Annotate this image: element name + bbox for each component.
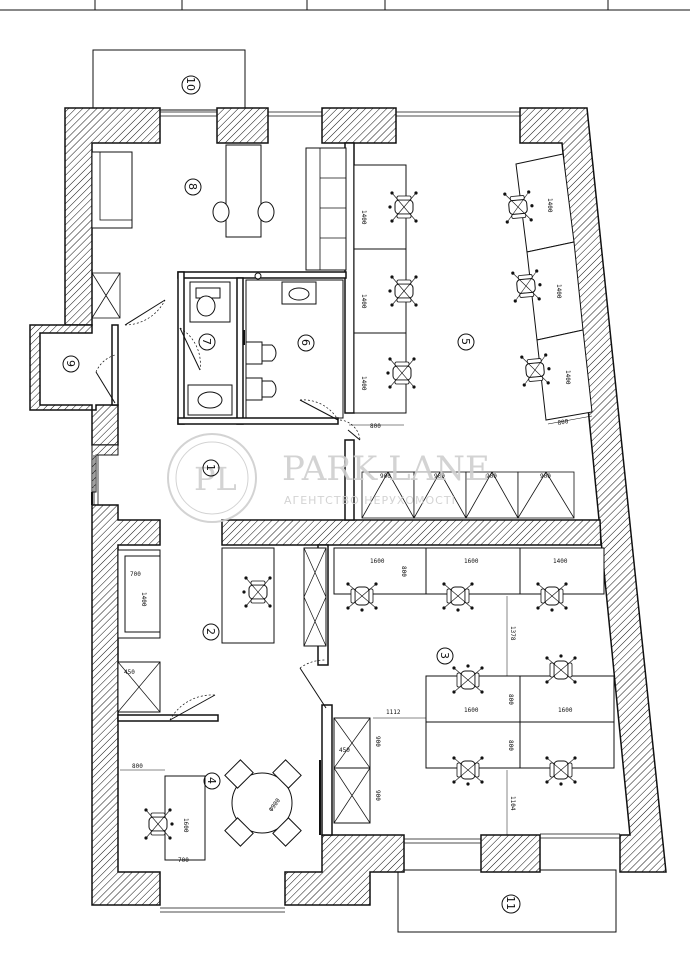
dim-label: 1400 <box>555 284 562 299</box>
dim-label: 1400 <box>360 294 367 309</box>
top-title-strip <box>0 0 690 11</box>
room-number: 3 <box>438 652 451 659</box>
room-marker-7: 7 <box>198 333 216 351</box>
doors <box>91 299 361 835</box>
dim-label: 1600 <box>464 558 479 565</box>
room-marker-5: 5 <box>457 333 475 351</box>
dim-label: 800 <box>507 694 514 705</box>
dim-label: 1400 <box>564 370 571 385</box>
dim-label: 800 <box>370 423 381 430</box>
watermark-monogram: PL <box>194 460 237 498</box>
room-3-desks <box>333 547 615 824</box>
balcony-10 <box>92 49 246 111</box>
dim-label: 700 <box>178 857 189 864</box>
watermark-tagline: АГЕНТСТВО НЕРУХОМОСТІ <box>284 494 456 507</box>
dim-label: 1600 <box>370 558 385 565</box>
room-number: 9 <box>64 360 77 367</box>
room-number: 11 <box>504 896 517 910</box>
dim-label: 900 <box>380 473 391 480</box>
room-marker-10: 10 <box>181 75 201 95</box>
room-marker-8: 8 <box>184 178 202 196</box>
dim-label: 450 <box>124 669 135 676</box>
room-4-furniture <box>120 759 302 861</box>
room-6-bath <box>243 272 344 419</box>
room-number: 8 <box>186 183 199 190</box>
dim-label: 1400 <box>140 592 147 607</box>
room-5-cabinets <box>361 471 575 519</box>
room-marker-9: 9 <box>62 355 80 373</box>
dim-label: 1600 <box>558 707 573 714</box>
dim-label: 1400 <box>360 376 367 391</box>
room-number: 2 <box>204 628 217 635</box>
room-number: 7 <box>200 338 213 345</box>
dim-label: 900 <box>540 473 551 480</box>
room-marker-1: 1 <box>202 459 220 477</box>
storage-left <box>91 272 121 319</box>
room-number: 1 <box>204 464 217 471</box>
dim-label: 1400 <box>553 558 568 565</box>
room-7-wc <box>187 281 233 416</box>
windows <box>93 111 620 913</box>
room-number: 4 <box>205 777 218 784</box>
dim-label: 800 <box>507 740 514 751</box>
exterior-walls <box>29 107 667 906</box>
room-marker-6: 6 <box>297 334 315 352</box>
balcony-11 <box>397 869 617 933</box>
dim-label: 1600 <box>464 707 479 714</box>
room-3-dimension-lines <box>373 596 508 835</box>
room-marker-2: 2 <box>202 623 220 641</box>
dim-label: 800 <box>557 418 569 427</box>
room-marker-4: 4 <box>203 772 221 790</box>
room-2-furniture <box>117 547 327 713</box>
dim-label: 450 <box>339 747 350 754</box>
dim-label: 1104 <box>509 796 516 811</box>
dim-label: 900 <box>486 473 497 480</box>
room-marker-3: 3 <box>436 647 454 665</box>
dim-label: 800 <box>132 763 143 770</box>
watermark-logo: PL PARK LANE АГЕНТСТВО НЕРУХОМОСТІ <box>167 433 490 523</box>
dim-label: 1112 <box>386 709 401 716</box>
room-markers: 1 2 3 4 5 6 7 8 <box>62 75 521 914</box>
room-number: 10 <box>184 77 197 91</box>
dim-label: 1400 <box>546 198 553 213</box>
room-8 <box>91 144 347 271</box>
room-number: 5 <box>459 338 472 345</box>
room-number: 6 <box>299 339 312 346</box>
dim-label: 900 <box>374 790 381 801</box>
watermark-brand: PARK LANE <box>282 449 490 489</box>
dim-label: 800 <box>400 566 407 577</box>
dim-label: 900 <box>374 736 381 747</box>
dim-label: 700 <box>130 571 141 578</box>
dim-label: 900 <box>434 473 445 480</box>
dim-label: 1600 <box>182 818 189 833</box>
dim-label: 1378 <box>509 626 516 641</box>
room-marker-11: 11 <box>501 894 521 914</box>
dim-label: 1400 <box>360 210 367 225</box>
dimension-labels: 1400 1400 1400 1400 1400 1400 800 800 90… <box>124 198 573 864</box>
